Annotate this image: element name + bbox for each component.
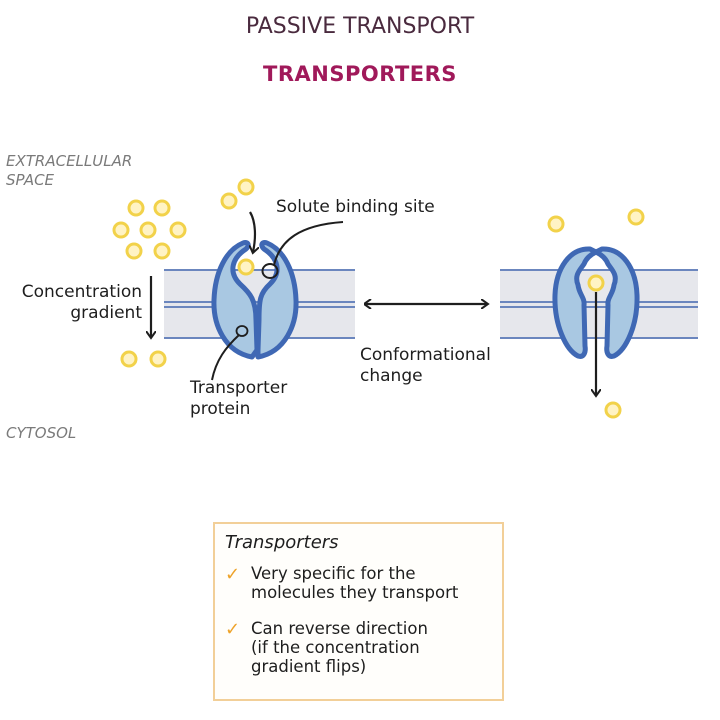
gradient-label-line2: gradient (70, 303, 142, 323)
protein-label-line2: protein (190, 399, 251, 419)
conformational-label-line1: Conformational (360, 345, 491, 365)
solute (120, 350, 138, 368)
solute (153, 242, 171, 260)
transporter-protein-label: Transporter protein (190, 378, 287, 420)
protein-label-line1: Transporter (190, 378, 288, 398)
solute (547, 215, 565, 233)
extracellular-space-label: EXTRACELLULAR SPACE (6, 152, 132, 190)
solute (627, 208, 645, 226)
summary-item-line: molecules they transport (251, 583, 459, 602)
solute-bound (237, 258, 255, 276)
solutes (112, 178, 645, 419)
solute-binding-site-label: Solute binding site (276, 197, 435, 217)
summary-item: Very specific for the molecules they tra… (251, 564, 458, 602)
solute (153, 199, 171, 217)
solute (220, 192, 238, 210)
checkmark-icon: ✓ (225, 619, 241, 640)
cytosol-label: CYTOSOL (6, 424, 77, 442)
transporter-protein-open-inside (552, 246, 640, 359)
protein-leader-line (211, 334, 240, 381)
conformational-change-label: Conformational change (360, 345, 491, 387)
solute-bound (587, 274, 605, 292)
summary-box-title: Transporters (225, 532, 339, 553)
page-title: PASSIVE TRANSPORT (245, 14, 475, 39)
solute (149, 350, 167, 368)
summary-item-line: gradient flips) (251, 657, 367, 676)
summary-item-line: Very specific for the (251, 564, 416, 583)
solute (139, 221, 157, 239)
conformational-label-line2: change (360, 366, 423, 386)
transport-diagram (112, 178, 698, 419)
summary-item-line: (if the concentration (251, 638, 420, 657)
concentration-gradient-label: Concentration gradient (4, 282, 142, 324)
solute (112, 221, 130, 239)
solute-entry-arrow (250, 211, 255, 252)
membrane-right (500, 269, 698, 339)
extracellular-label-line2: SPACE (6, 171, 55, 189)
protein-marker (235, 325, 249, 337)
summary-box: Transporters ✓ Very specific for the mol… (213, 522, 504, 701)
checkmark-icon: ✓ (225, 564, 241, 585)
binding-site-leader-line (273, 221, 344, 266)
solute (127, 199, 145, 217)
summary-item: Can reverse direction (if the concentrat… (251, 619, 428, 676)
gradient-label-line1: Concentration (21, 282, 142, 302)
summary-item-line: Can reverse direction (251, 619, 428, 638)
binding-site-marker (261, 263, 279, 279)
page-subtitle: TRANSPORTERS (263, 62, 457, 86)
solute (169, 221, 187, 239)
solute (604, 401, 622, 419)
transporter-protein-open-outside (211, 240, 299, 360)
extracellular-label-line1: EXTRACELLULAR (6, 152, 133, 170)
solute (125, 242, 143, 260)
solute (237, 178, 255, 196)
